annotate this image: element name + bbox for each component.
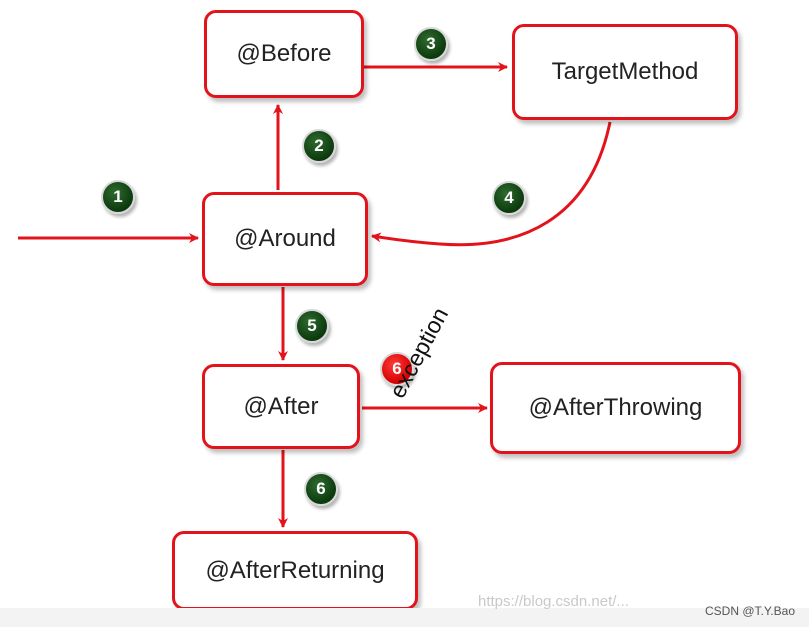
step-3-badge: 3 xyxy=(414,27,448,61)
step-6-exception-badge: 6 xyxy=(380,352,414,386)
step-4-badge: 4 xyxy=(492,181,526,215)
target-method-node-label: TargetMethod xyxy=(551,58,699,85)
credit-text: CSDN @T.Y.Bao xyxy=(705,604,795,618)
arrow-target-to-around xyxy=(371,121,612,247)
before-node: @Before xyxy=(204,10,364,98)
after-throwing-node: @AfterThrowing xyxy=(490,362,741,454)
before-node-label: @Before xyxy=(236,40,332,67)
after-node-label: @After xyxy=(243,392,319,420)
step-1-badge: 1 xyxy=(101,180,135,214)
around-node: @Around xyxy=(202,192,368,286)
target-method-node: TargetMethod xyxy=(512,24,738,120)
after-throwing-node-label: @AfterThrowing xyxy=(528,394,703,421)
step-5-badge: 5 xyxy=(295,309,329,343)
footer-strip xyxy=(0,608,809,627)
step-6-return-badge: 6 xyxy=(304,472,338,506)
around-node-label: @Around xyxy=(234,225,336,252)
after-returning-node-label: @AfterReturning xyxy=(205,556,385,584)
step-2-badge: 2 xyxy=(302,129,336,163)
after-node: @After xyxy=(202,364,360,449)
after-returning-node: @AfterReturning xyxy=(172,531,418,610)
watermark-text: https://blog.csdn.net/... xyxy=(478,593,629,610)
